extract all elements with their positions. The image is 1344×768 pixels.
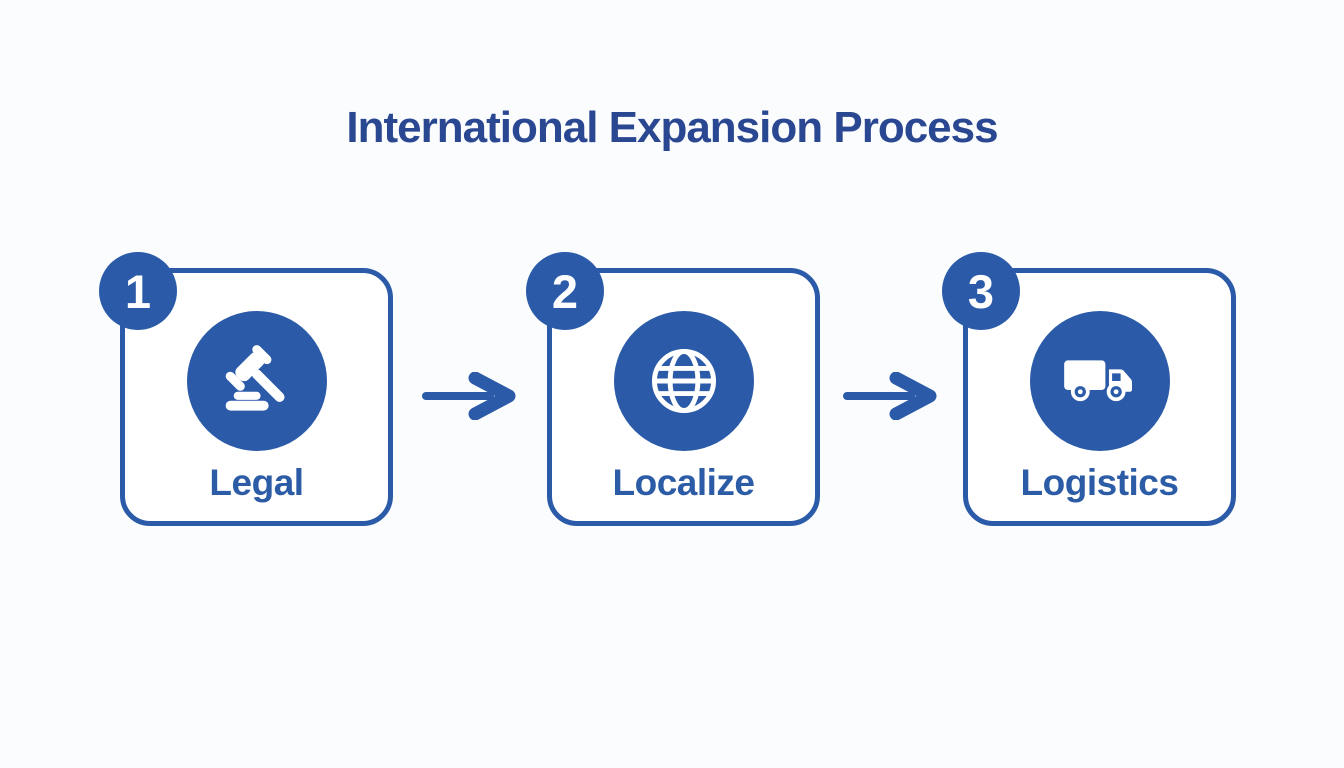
truck-icon xyxy=(1063,360,1132,402)
step-number: 1 xyxy=(124,264,152,318)
arrow-right-icon xyxy=(422,372,516,420)
step-number-badge: 3 xyxy=(942,252,1020,330)
step-number: 3 xyxy=(967,264,995,318)
step-label: Localize xyxy=(612,462,756,503)
step-card-logistics: 3 Logistics xyxy=(942,252,1236,526)
step-number-badge: 2 xyxy=(526,252,604,330)
step-label: Logistics xyxy=(1020,462,1179,503)
gavel-icon xyxy=(225,345,285,411)
logistics-icon-circle xyxy=(1029,311,1170,451)
arrow-right-icon xyxy=(843,372,937,420)
step-number-badge: 1 xyxy=(99,252,177,330)
step-label: Legal xyxy=(209,462,304,503)
step-card-legal: 1 Legal xyxy=(99,252,393,526)
page-title: International Expansion Process xyxy=(346,103,998,152)
legal-icon-circle xyxy=(186,311,327,451)
step-number: 2 xyxy=(551,264,579,318)
step-card-localize: 2 Localize xyxy=(526,252,820,526)
localize-icon-circle xyxy=(613,311,754,451)
globe-icon xyxy=(651,348,716,414)
